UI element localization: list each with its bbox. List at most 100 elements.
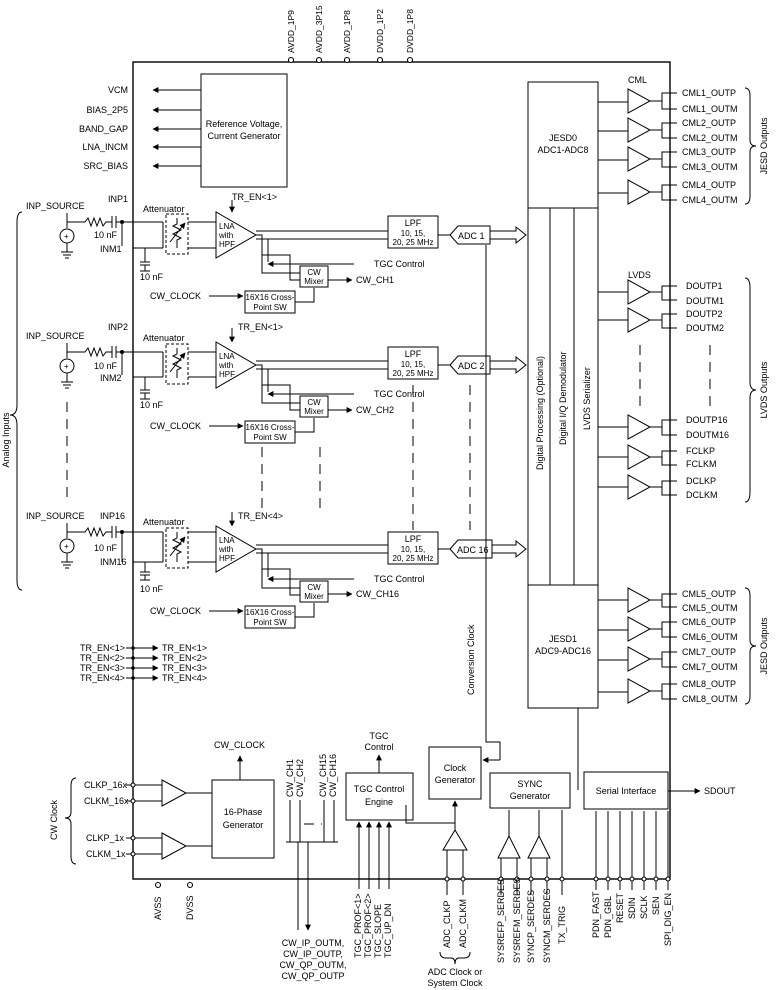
crosspoint-label: 16X16 Cross- [246,293,295,302]
jesd-output-label: CML7_OUTM [682,662,738,672]
conversion-clock-label: Conversion Clock [466,624,476,695]
lna-label: with [218,361,233,370]
jesd0-label: ADC1-ADC8 [537,145,588,155]
inm-pin-label: INM1 [100,244,122,254]
lna-label: with [218,231,233,240]
lpf-label: LPF [405,534,422,544]
cml-driver: CML5_OUTP CML5_OUTM [598,587,738,613]
tgc-engine-section: TGC Control TGC Control Engine TGC_PROF<… [345,731,414,958]
cw-channel-label: CW_CH2 [356,405,394,415]
jesd1-block [527,584,599,709]
cw-channel-bus-label: CW_CH1 [285,759,295,797]
tr-en-pin-label: TR_EN<4> [162,673,207,683]
tr-en-pin: TR_EN<4> TR_EN<4> [80,673,207,683]
serial-pin-label: RESET [615,892,625,923]
jesd-outputs-label: JESD Outputs [759,117,769,175]
tgc-control-label: TGC Control [374,259,425,269]
tr-en-pins: TR_EN<1> TR_EN<1> TR_EN<2> TR_EN<2> TR_E… [80,643,207,683]
ref-output-label: LNA_INCM [82,142,128,152]
adc-clock-caption: System Clock [427,978,483,988]
lpf-label: 20, 25 MHz [393,238,434,247]
reference-generator-label: Reference Voltage, [206,119,283,129]
cml-driver: CML7_OUTP CML7_OUTM [598,646,738,672]
power-pin-label: AVDD_3P15 [314,5,324,53]
cw-mixer-label: CW [307,583,321,592]
jesd0-cml-drivers: CML CML1_OUTP CML1_OUTM CML2_OUTP CML2_O… [598,75,738,205]
inp-source-label: INP_SOURCE [26,331,85,341]
adc-clk-pin-label: ADC_CLKM [458,899,468,948]
adc-clk-pin-label: ADC_CLKP [442,900,452,948]
cap-label: 10 nF [94,543,118,553]
jesd-output-label: CML6_OUTM [682,632,738,642]
iq-demodulator-column [549,207,575,586]
lpf-label: 10, 15, [401,545,425,554]
cml-driver: CML4_OUTP CML4_OUTM [598,179,738,205]
lvds-output-label: DCLKP [686,476,716,486]
crosspoint-label: Point SW [253,433,287,442]
power-pin: DVDD_1P8 [405,9,415,64]
jesd-top-brace: JESD Outputs [744,87,769,205]
cw-output-bus: CW_CH1 CW_CH2 CW_CH15 CW_CH16 CW_IP_OUTM… [279,754,346,981]
jesd1-label: JESD1 [549,634,577,644]
ground-pins: AVSS DVSS [153,881,195,920]
power-pin: DVDD_1P2 [375,9,385,64]
cml-driver: CML8_OUTP CML8_OUTM [598,678,738,704]
lvds-label: LVDS [628,270,651,280]
sync-pin-label: SYNCP_SERDES [526,890,536,963]
cml-driver: CML1_OUTP CML1_OUTM [598,88,738,114]
lpf-label: 20, 25 MHz [393,369,434,378]
jesd-bottom-brace: JESD Outputs [744,587,769,705]
ground-pin-label: AVSS [153,897,163,920]
ref-output: BAND_GAP [79,124,201,134]
jesd1-cml-drivers: CML5_OUTP CML5_OUTM CML6_OUTP CML6_OUTM … [598,587,738,704]
ref-output-label: VCM [108,85,128,95]
lpf-label: LPF [405,349,422,359]
cw-clk-input-label: CLKM_16x [84,796,129,806]
ref-output-label: BAND_GAP [79,124,128,134]
cw-clock-section: CW_CLOCK 16-Phase Generator CLKP_16x CLK… [49,740,275,865]
clock-generator-label: Generator [435,775,476,785]
jesd-output-label: CML2_OUTM [682,133,738,143]
attenuator-label: Attenuator [143,204,185,214]
tr-en-label: TR_EN<4> [238,511,283,521]
inp-pin-label: INP1 [108,194,128,204]
tr-en-label: TR_EN<1> [238,322,283,332]
jesd-output-label: CML3_OUTP [682,147,736,157]
lvds-output-label: FCLKP [686,446,715,456]
jesd1-label: ADC9-ADC16 [535,646,591,656]
attenuator-label: Attenuator [143,333,185,343]
sync-pin-label: SYSREFP_SERDES [496,879,506,963]
svg-text:+: + [64,542,69,551]
ref-output-label: BIAS_2P5 [86,105,128,115]
sync-pin-label: TX_TRIG [557,906,567,944]
power-pin-label: DVDD_1P8 [405,9,415,53]
sync-generator [489,772,571,809]
ref-output: LNA_INCM [82,142,201,152]
serial-interface-section: Serial Interface SDOUT PDN_FAST PDN_GBL … [583,771,736,946]
power-pin-label: AVDD_1P9 [286,10,296,53]
cw-channel-label: CW_CH16 [356,589,399,599]
tr-en-pin-label: TR_EN<2> [80,653,125,663]
jesd-outputs-label: JESD Outputs [759,617,769,675]
cw-mixer-label: CW [307,398,321,407]
lna-label: HPF [219,240,235,249]
ref-output: VCM [108,85,201,95]
lvds-driver: FCLKP FCLKM [598,444,717,470]
channel-2: INP_SOURCE + INP2 10 nF INM2 10 nF Atten… [26,322,527,444]
cml-driver: CML2_OUTP CML2_OUTM [598,117,738,143]
jesd-output-label: CML8_OUTM [682,694,738,704]
jesd-output-label: CML3_OUTM [682,162,738,172]
tgc-engine-label: Engine [365,797,393,807]
tr-en-pin: TR_EN<1> TR_EN<1> [80,643,207,653]
jesd0-block [527,81,599,209]
jesd0-label: JESD0 [549,133,577,143]
cw-channel-bus-label: CW_CH16 [328,754,338,797]
cap-label: 10 nF [94,361,118,371]
cw-clk-input-label: CLKP_16x [84,780,128,790]
cw-channel-label: CW_CH1 [356,275,394,285]
serial-pin-label: PDN_GBL [603,896,613,938]
digital-column-label: Digital I/Q Demodulator [558,351,568,445]
tgc-pin-label: TGC_PROF<1> [353,893,363,958]
cw-output-label: CW_IP_OUTM, [282,938,345,948]
crosspoint-label: 16X16 Cross- [246,608,295,617]
